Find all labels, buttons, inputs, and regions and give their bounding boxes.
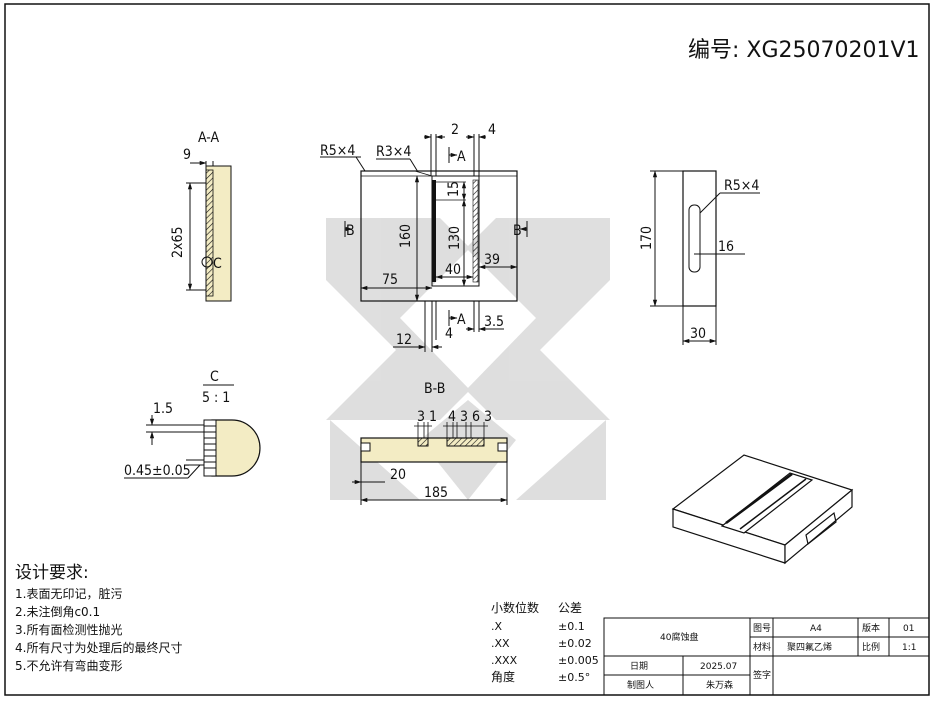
dim-front-15: 15 (446, 181, 462, 197)
requirements: 设计要求: 1.表面无印记，脏污 2.未注倒角c0.1 3.所有面检测性抛光 4… (15, 563, 182, 673)
date-label: 日期 (630, 661, 648, 672)
tolerance-value: ±0.005 (558, 654, 599, 667)
dim-front-12: 12 (396, 332, 412, 348)
dim-front-39: 39 (484, 252, 500, 268)
dim-side-16: 16 (718, 239, 734, 255)
dim-front-3-5: 3.5 (484, 314, 504, 330)
dim-detail-tol: 0.45±0.05 (124, 463, 191, 479)
section-aa-view: A-A 9 2x65 C (170, 130, 232, 302)
dim-front-160: 160 (398, 224, 414, 248)
requirement-item: 3.所有面检测性抛光 (15, 622, 122, 637)
tolerance-value: ±0.5° (558, 671, 590, 684)
requirement-item: 1.表面无印记，脏污 (15, 586, 122, 601)
front-outline (360, 170, 518, 302)
section-b-left: B (346, 223, 355, 239)
iso-handle (805, 511, 837, 546)
side-view: 170 R5×4 16 30 (639, 170, 760, 345)
dim-side-170: 170 (639, 226, 655, 250)
section-aa-slot (205, 169, 214, 297)
sign-label: 签字 (753, 669, 771, 681)
dim-front-40: 40 (445, 262, 461, 278)
iso-pocket (720, 472, 814, 534)
side-outline (682, 170, 717, 307)
section-a-top: A (457, 149, 466, 165)
front-slot-right (472, 179, 479, 283)
date-value: 2025.07 (700, 662, 737, 672)
detail-c-mark: C (213, 256, 222, 272)
dim-bb-31: 3 1 (417, 409, 437, 425)
section-bb-view: B-B 3 1 4 3 6 3 20 185 (352, 381, 508, 505)
tolerance-key: .XX (491, 637, 510, 650)
detail-c-body (211, 419, 261, 477)
section-bb-body (360, 437, 508, 463)
requirement-item: 2.未注倒角c0.1 (15, 604, 100, 619)
tolerance-value: ±0.1 (558, 620, 585, 633)
tolerance-header-decimals: 小数位数 (491, 600, 539, 615)
dim-aa-9: 9 (183, 147, 191, 163)
tolerance-key: 角度 (491, 669, 515, 684)
part-name: 40腐蚀盘 (660, 631, 698, 643)
sheet-border (4, 3, 930, 696)
side-note-r5: R5×4 (724, 178, 759, 194)
title-block (603, 617, 930, 696)
requirement-item: 4.所有尺寸为处理后的最终尺寸 (15, 640, 182, 655)
dim-front-2: 2 (451, 122, 459, 138)
isometric-view (671, 454, 854, 565)
section-bb-label: B-B (424, 381, 445, 397)
scale-label: 比例 (862, 641, 880, 653)
dim-bb-185: 185 (424, 485, 448, 501)
side-handle-slot (688, 204, 701, 273)
drawing-number: 编号: XG25070201V1 (688, 38, 920, 63)
tolerance-header-tol: 公差 (558, 601, 582, 615)
drafter-label: 制图人 (627, 679, 654, 691)
drawing-no-label: 图号 (753, 623, 771, 634)
requirement-item: 5.不允许有弯曲变形 (15, 658, 122, 673)
dim-front-4-bottom: 4 (445, 326, 453, 342)
dim-detail-1-5: 1.5 (153, 401, 173, 417)
dim-front-130: 130 (447, 226, 463, 250)
detail-c-scale: 5 : 1 (202, 390, 230, 406)
dim-side-30: 30 (690, 326, 706, 342)
version-label: 版本 (862, 622, 880, 634)
requirements-title: 设计要求: (15, 563, 89, 583)
dim-front-75: 75 (382, 272, 398, 288)
detail-c-view: C 5 : 1 1.5 0.45±0.05 (124, 369, 261, 479)
version-value: 01 (903, 624, 914, 634)
tolerance-value: ±0.02 (558, 637, 592, 650)
title-block-text: 40腐蚀盘 图号 A4 版本 01 材料 聚四氟乙烯 比例 1:1 日期 202… (627, 622, 916, 691)
front-slot-left (432, 180, 436, 282)
section-b-right: B (513, 223, 522, 239)
tolerance-key: .X (491, 620, 502, 633)
iso-side (784, 488, 853, 565)
drafter-value: 朱万森 (706, 679, 733, 691)
dim-aa-2x65: 2x65 (170, 227, 186, 259)
section-a-bottom: A (457, 312, 466, 328)
material-label: 材料 (753, 641, 771, 653)
front-note-r3: R3×4 (376, 144, 411, 160)
dim-bb-4363: 4 3 6 3 (448, 409, 492, 425)
tolerance-table: 小数位数 公差 .X ±0.1 .XX ±0.02 .XXX ±0.005 角度… (491, 600, 599, 684)
front-view: R5×4 R3×4 2 4 A A 15 160 130 40 (320, 122, 528, 352)
tolerance-key: .XXX (491, 654, 518, 667)
dim-front-4-top: 4 (488, 122, 496, 138)
front-note-r5: R5×4 (320, 143, 355, 159)
detail-c-marker (201, 256, 213, 268)
material-value: 聚四氟乙烯 (787, 641, 832, 653)
drawing-no-value: A4 (810, 624, 822, 634)
dim-bb-20: 20 (390, 467, 406, 483)
detail-c-label: C (210, 369, 219, 385)
scale-value: 1:1 (902, 643, 916, 653)
section-aa-label: A-A (198, 130, 220, 146)
